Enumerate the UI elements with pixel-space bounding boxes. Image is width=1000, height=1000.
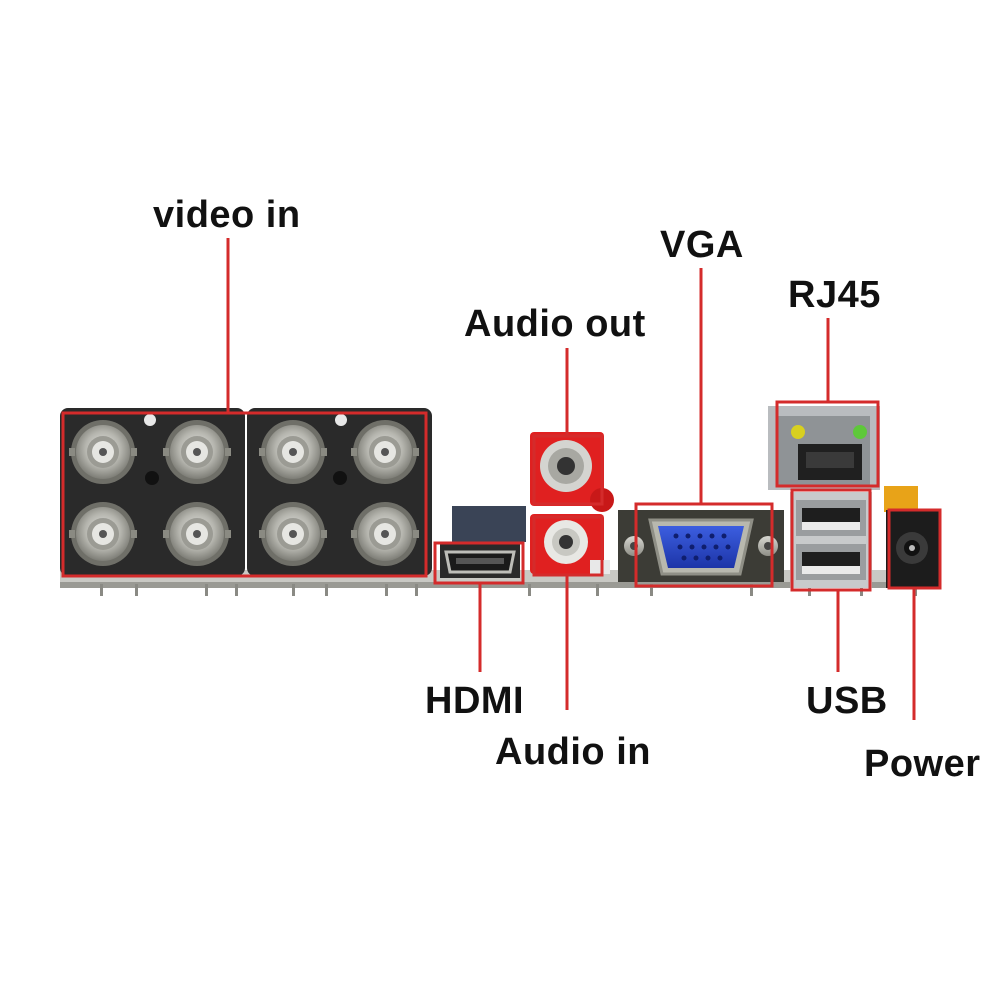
vga-label: VGA	[660, 224, 744, 266]
bnc-connector[interactable]	[351, 420, 419, 484]
bnc-connector[interactable]	[351, 502, 419, 566]
usb-label: USB	[806, 680, 888, 722]
rj45-port[interactable]	[768, 406, 880, 490]
rj45-label: RJ45	[788, 274, 881, 316]
usb-highlight-box	[790, 488, 872, 592]
audio-out-rca-connector[interactable]	[530, 432, 614, 512]
power-jack[interactable]	[884, 486, 940, 588]
vga-highlight-box	[634, 502, 774, 588]
highlight-annotations	[61, 238, 942, 720]
bnc-connector[interactable]	[163, 502, 231, 566]
bnc-connector[interactable]	[69, 502, 137, 566]
bnc-connector[interactable]	[69, 420, 137, 484]
usb-ports[interactable]	[790, 492, 872, 588]
audio-in-rca-connector[interactable]	[530, 514, 610, 574]
bnc-connector[interactable]	[163, 420, 231, 484]
audio-in-label: Audio in	[495, 731, 651, 773]
hdmi-port[interactable]	[440, 506, 526, 578]
power-label: Power	[864, 743, 981, 785]
video-in-label: video in	[153, 194, 301, 236]
audio-out-label: Audio out	[464, 303, 646, 345]
hdmi-label: HDMI	[425, 680, 525, 722]
bnc-connector[interactable]	[259, 420, 327, 484]
vga-port[interactable]	[618, 510, 784, 582]
video-in-highlight-box	[61, 411, 428, 578]
bnc-connector[interactable]	[259, 502, 327, 566]
